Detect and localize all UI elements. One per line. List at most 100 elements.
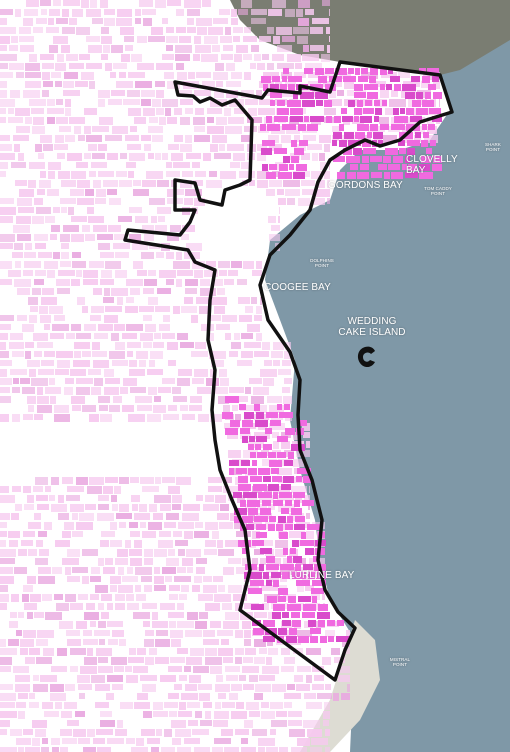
lot — [261, 585, 278, 591]
highlighted-lot — [407, 148, 415, 155]
highlighted-lot — [432, 76, 439, 82]
lot — [0, 594, 9, 602]
lot — [181, 585, 189, 592]
highlighted-lot — [353, 148, 362, 155]
study-area-boundary[interactable] — [123, 60, 454, 682]
lot — [25, 72, 41, 78]
lot — [95, 198, 106, 204]
lot — [424, 135, 438, 143]
lot — [10, 612, 17, 618]
lot — [125, 135, 139, 141]
highlighted-lot — [430, 140, 436, 146]
lot — [35, 144, 42, 152]
lot — [160, 675, 176, 682]
lot — [154, 333, 161, 339]
lot — [97, 513, 114, 521]
lot — [0, 234, 15, 242]
lot — [36, 495, 48, 501]
highlighted-lot — [354, 116, 359, 122]
lot — [44, 522, 52, 530]
lot — [174, 576, 191, 582]
highlighted-lot — [405, 172, 418, 178]
lot — [72, 252, 81, 258]
lot — [319, 135, 331, 143]
lot — [205, 540, 216, 547]
dolphins-point-text: DOLPHINS POINT — [310, 258, 334, 268]
lot — [229, 693, 238, 700]
lot — [153, 711, 168, 717]
label-clovelly-bay: CLOVELLY BAY — [406, 154, 466, 177]
highlighted-lot — [279, 532, 288, 539]
lot — [126, 594, 134, 601]
lot — [60, 747, 68, 752]
highlighted-lot — [293, 556, 302, 563]
highlighted-lot — [253, 628, 264, 635]
lot — [185, 189, 202, 196]
highlighted-lot — [341, 108, 347, 114]
lot — [144, 549, 153, 557]
lot — [171, 153, 183, 161]
lot — [113, 243, 130, 249]
lot — [180, 405, 188, 411]
highlighted-lot — [294, 148, 304, 155]
lot — [206, 180, 222, 188]
lot — [101, 594, 112, 601]
lot — [0, 9, 13, 15]
lot — [77, 198, 94, 205]
lot — [0, 72, 13, 78]
lot — [158, 216, 165, 222]
lot — [164, 729, 172, 737]
lot — [267, 639, 273, 646]
lot — [209, 351, 226, 359]
lot — [23, 414, 33, 420]
lot — [242, 666, 259, 673]
lot — [27, 576, 36, 584]
lot — [93, 288, 102, 295]
lot — [95, 684, 110, 691]
coogee-bay-text: COOGEE BAY — [264, 282, 331, 293]
highlighted-lot — [427, 68, 439, 74]
lot — [97, 747, 111, 752]
highlighted-lot — [301, 532, 306, 539]
lot — [216, 324, 230, 330]
lot — [25, 657, 35, 664]
lot — [140, 675, 157, 681]
lot — [287, 54, 301, 62]
lot — [79, 693, 85, 699]
lot — [35, 243, 46, 249]
wedding-cake-island-text: WEDDING CAKE ISLAND — [338, 316, 406, 338]
highlighted-lot — [327, 620, 335, 626]
lot — [117, 9, 132, 17]
lot — [0, 216, 13, 223]
lot — [295, 63, 302, 69]
lot — [82, 405, 96, 412]
lot — [172, 504, 181, 510]
lot — [139, 306, 154, 312]
lot — [134, 513, 150, 520]
lot — [173, 531, 182, 537]
lot — [273, 360, 280, 366]
label-wedding-cake-island: WEDDING CAKE ISLAND — [338, 316, 406, 338]
lot — [89, 477, 104, 485]
lot — [73, 360, 90, 367]
lot — [213, 18, 228, 24]
lot — [216, 81, 223, 87]
label-gordons-bay: GORDONS BAY — [328, 180, 403, 192]
lot — [25, 243, 32, 250]
lot — [173, 306, 180, 314]
highlighted-lot — [365, 100, 372, 106]
highlighted-lot — [269, 460, 282, 467]
lot — [231, 684, 242, 691]
highlighted-lot — [229, 460, 239, 466]
highlighted-lot — [328, 636, 334, 642]
lot — [0, 261, 12, 269]
highlighted-lot — [246, 524, 254, 530]
highlighted-lot — [342, 116, 353, 122]
lot — [80, 666, 97, 674]
highlighted-lot — [266, 412, 278, 418]
lot — [29, 648, 40, 655]
lot — [294, 72, 306, 78]
lot — [245, 306, 253, 313]
